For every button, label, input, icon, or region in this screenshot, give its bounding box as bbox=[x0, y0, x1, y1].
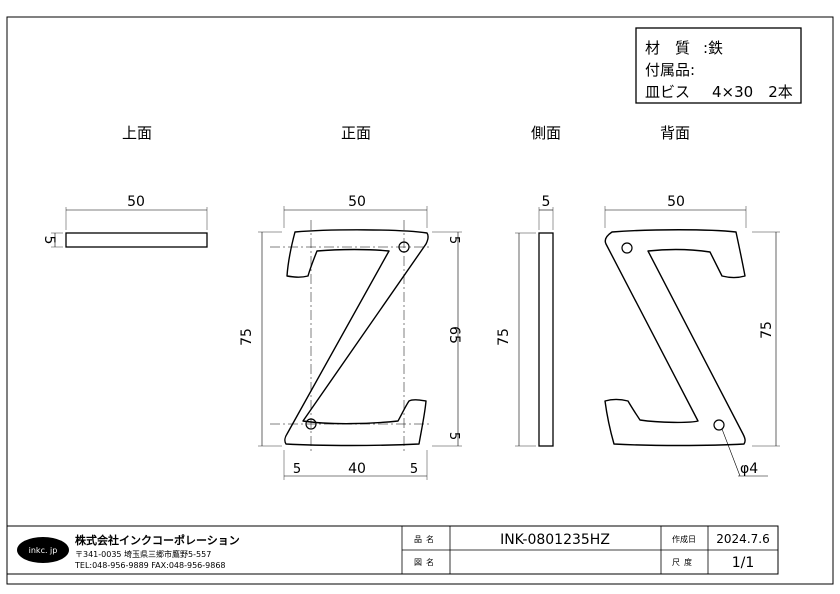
scale-value: 1/1 bbox=[732, 555, 755, 571]
back-hole-top bbox=[621, 242, 633, 254]
top-view-outline bbox=[65, 232, 208, 248]
drawing-name-label: 図名 bbox=[414, 557, 438, 567]
front-bottom-middle-dim: 40 bbox=[348, 461, 366, 477]
title-block: inkc. jp 株式会社インクコーポレーション 〒341-0035 埼玉県三郷… bbox=[6, 525, 779, 575]
side-thickness-dim: 5 bbox=[542, 194, 551, 210]
front-view: 50 75 5 65 5 5 40 5 bbox=[239, 194, 462, 480]
back-z-outline bbox=[604, 229, 746, 447]
front-z-outline bbox=[284, 229, 429, 447]
front-hole-pitch-dim: 65 bbox=[446, 326, 462, 344]
back-view: 50 75 φ4 bbox=[604, 194, 780, 477]
company-address: 〒341-0035 埼玉県三郷市鷹野5-557 bbox=[75, 549, 211, 559]
front-bottom-right-dim: 5 bbox=[410, 462, 418, 477]
accessories-label: 付属品: bbox=[645, 61, 695, 79]
product-name-label: 品名 bbox=[414, 534, 438, 544]
screw-label: 皿ビス bbox=[645, 83, 690, 101]
side-view-outline bbox=[538, 232, 554, 447]
company-name: 株式会社インクコーポレーション bbox=[75, 533, 240, 547]
material-label: 材 質 bbox=[645, 39, 690, 57]
material-value: :鉄 bbox=[703, 39, 723, 57]
top-thickness-dim: 5 bbox=[41, 236, 57, 245]
view-title-back: 背面 bbox=[660, 124, 690, 142]
company-contact: TEL:048-956-9889 FAX:048-956-9868 bbox=[74, 561, 226, 570]
back-hole-bottom bbox=[713, 419, 725, 431]
created-label: 作成日 bbox=[672, 534, 696, 544]
front-hole-bottom-offset-dim: 5 bbox=[446, 432, 461, 440]
view-title-side: 側面 bbox=[531, 124, 561, 142]
hole-diameter-dim: φ4 bbox=[740, 461, 758, 477]
logo-text: inkc. jp bbox=[29, 546, 58, 555]
view-title-front: 正面 bbox=[341, 124, 371, 142]
screw-value: 4×30 2本 bbox=[712, 83, 793, 101]
side-height-dim: 75 bbox=[496, 328, 512, 346]
top-view: 50 5 bbox=[41, 194, 208, 248]
back-width-dim: 50 bbox=[667, 194, 685, 210]
back-height-dim: 75 bbox=[759, 321, 775, 339]
front-hole-top-offset-dim: 5 bbox=[446, 236, 461, 244]
side-view: 5 75 bbox=[496, 194, 554, 447]
front-width-dim: 50 bbox=[348, 194, 366, 210]
scale-label: 尺度 bbox=[672, 557, 696, 567]
front-bottom-left-dim: 5 bbox=[293, 462, 301, 477]
front-height-dim: 75 bbox=[239, 328, 255, 346]
top-width-dim: 50 bbox=[127, 194, 145, 210]
front-center-lines bbox=[270, 220, 432, 452]
view-title-top: 上面 bbox=[122, 124, 152, 142]
created-value: 2024.7.6 bbox=[716, 532, 769, 546]
sheet-border bbox=[6, 16, 834, 585]
company-logo bbox=[17, 537, 69, 563]
product-name-value: INK-0801235HZ bbox=[500, 532, 610, 548]
notes-box: 材 質 :鉄 付属品: 皿ビス 4×30 2本 bbox=[635, 27, 802, 104]
